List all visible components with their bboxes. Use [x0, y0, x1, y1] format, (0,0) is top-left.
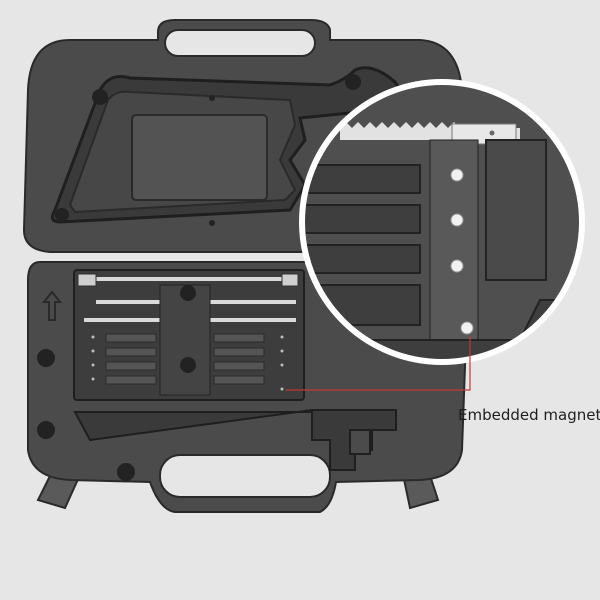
- case-lid: [22, 19, 470, 253]
- lid-handle-cutout: [164, 29, 316, 57]
- embedded-magnet: [450, 168, 474, 335]
- base-handle-cutout: [159, 454, 331, 498]
- blade-1: [96, 277, 284, 281]
- callout-label: Embedded magnet: [458, 406, 600, 424]
- magnifier-lens: [299, 79, 585, 365]
- lid-inner-panel: [131, 114, 268, 201]
- callout-leader-line: [286, 336, 471, 391]
- lid-screw-hole: [92, 89, 108, 105]
- up-arrow-icon: [41, 290, 63, 321]
